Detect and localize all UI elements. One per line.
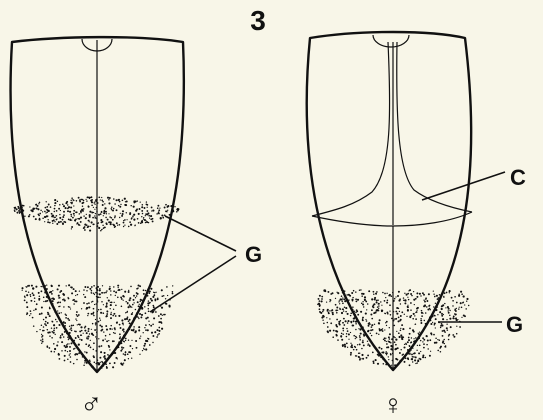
male-shell [11,37,184,372]
g-leader-upper [165,216,236,251]
septum [312,212,472,226]
g-leader-lower [150,256,236,312]
g-label-female: G [506,312,523,337]
c-label: C [510,165,526,190]
female-shell [307,32,472,370]
figure-number: 3 [250,5,266,36]
columella-left-edge [312,42,390,216]
male-symbol: ♂ [80,387,103,420]
c-leader [422,172,505,200]
female-apical-notch [373,35,409,47]
g-label-male: G [245,242,262,267]
female-symbol: ♀ [383,389,404,420]
